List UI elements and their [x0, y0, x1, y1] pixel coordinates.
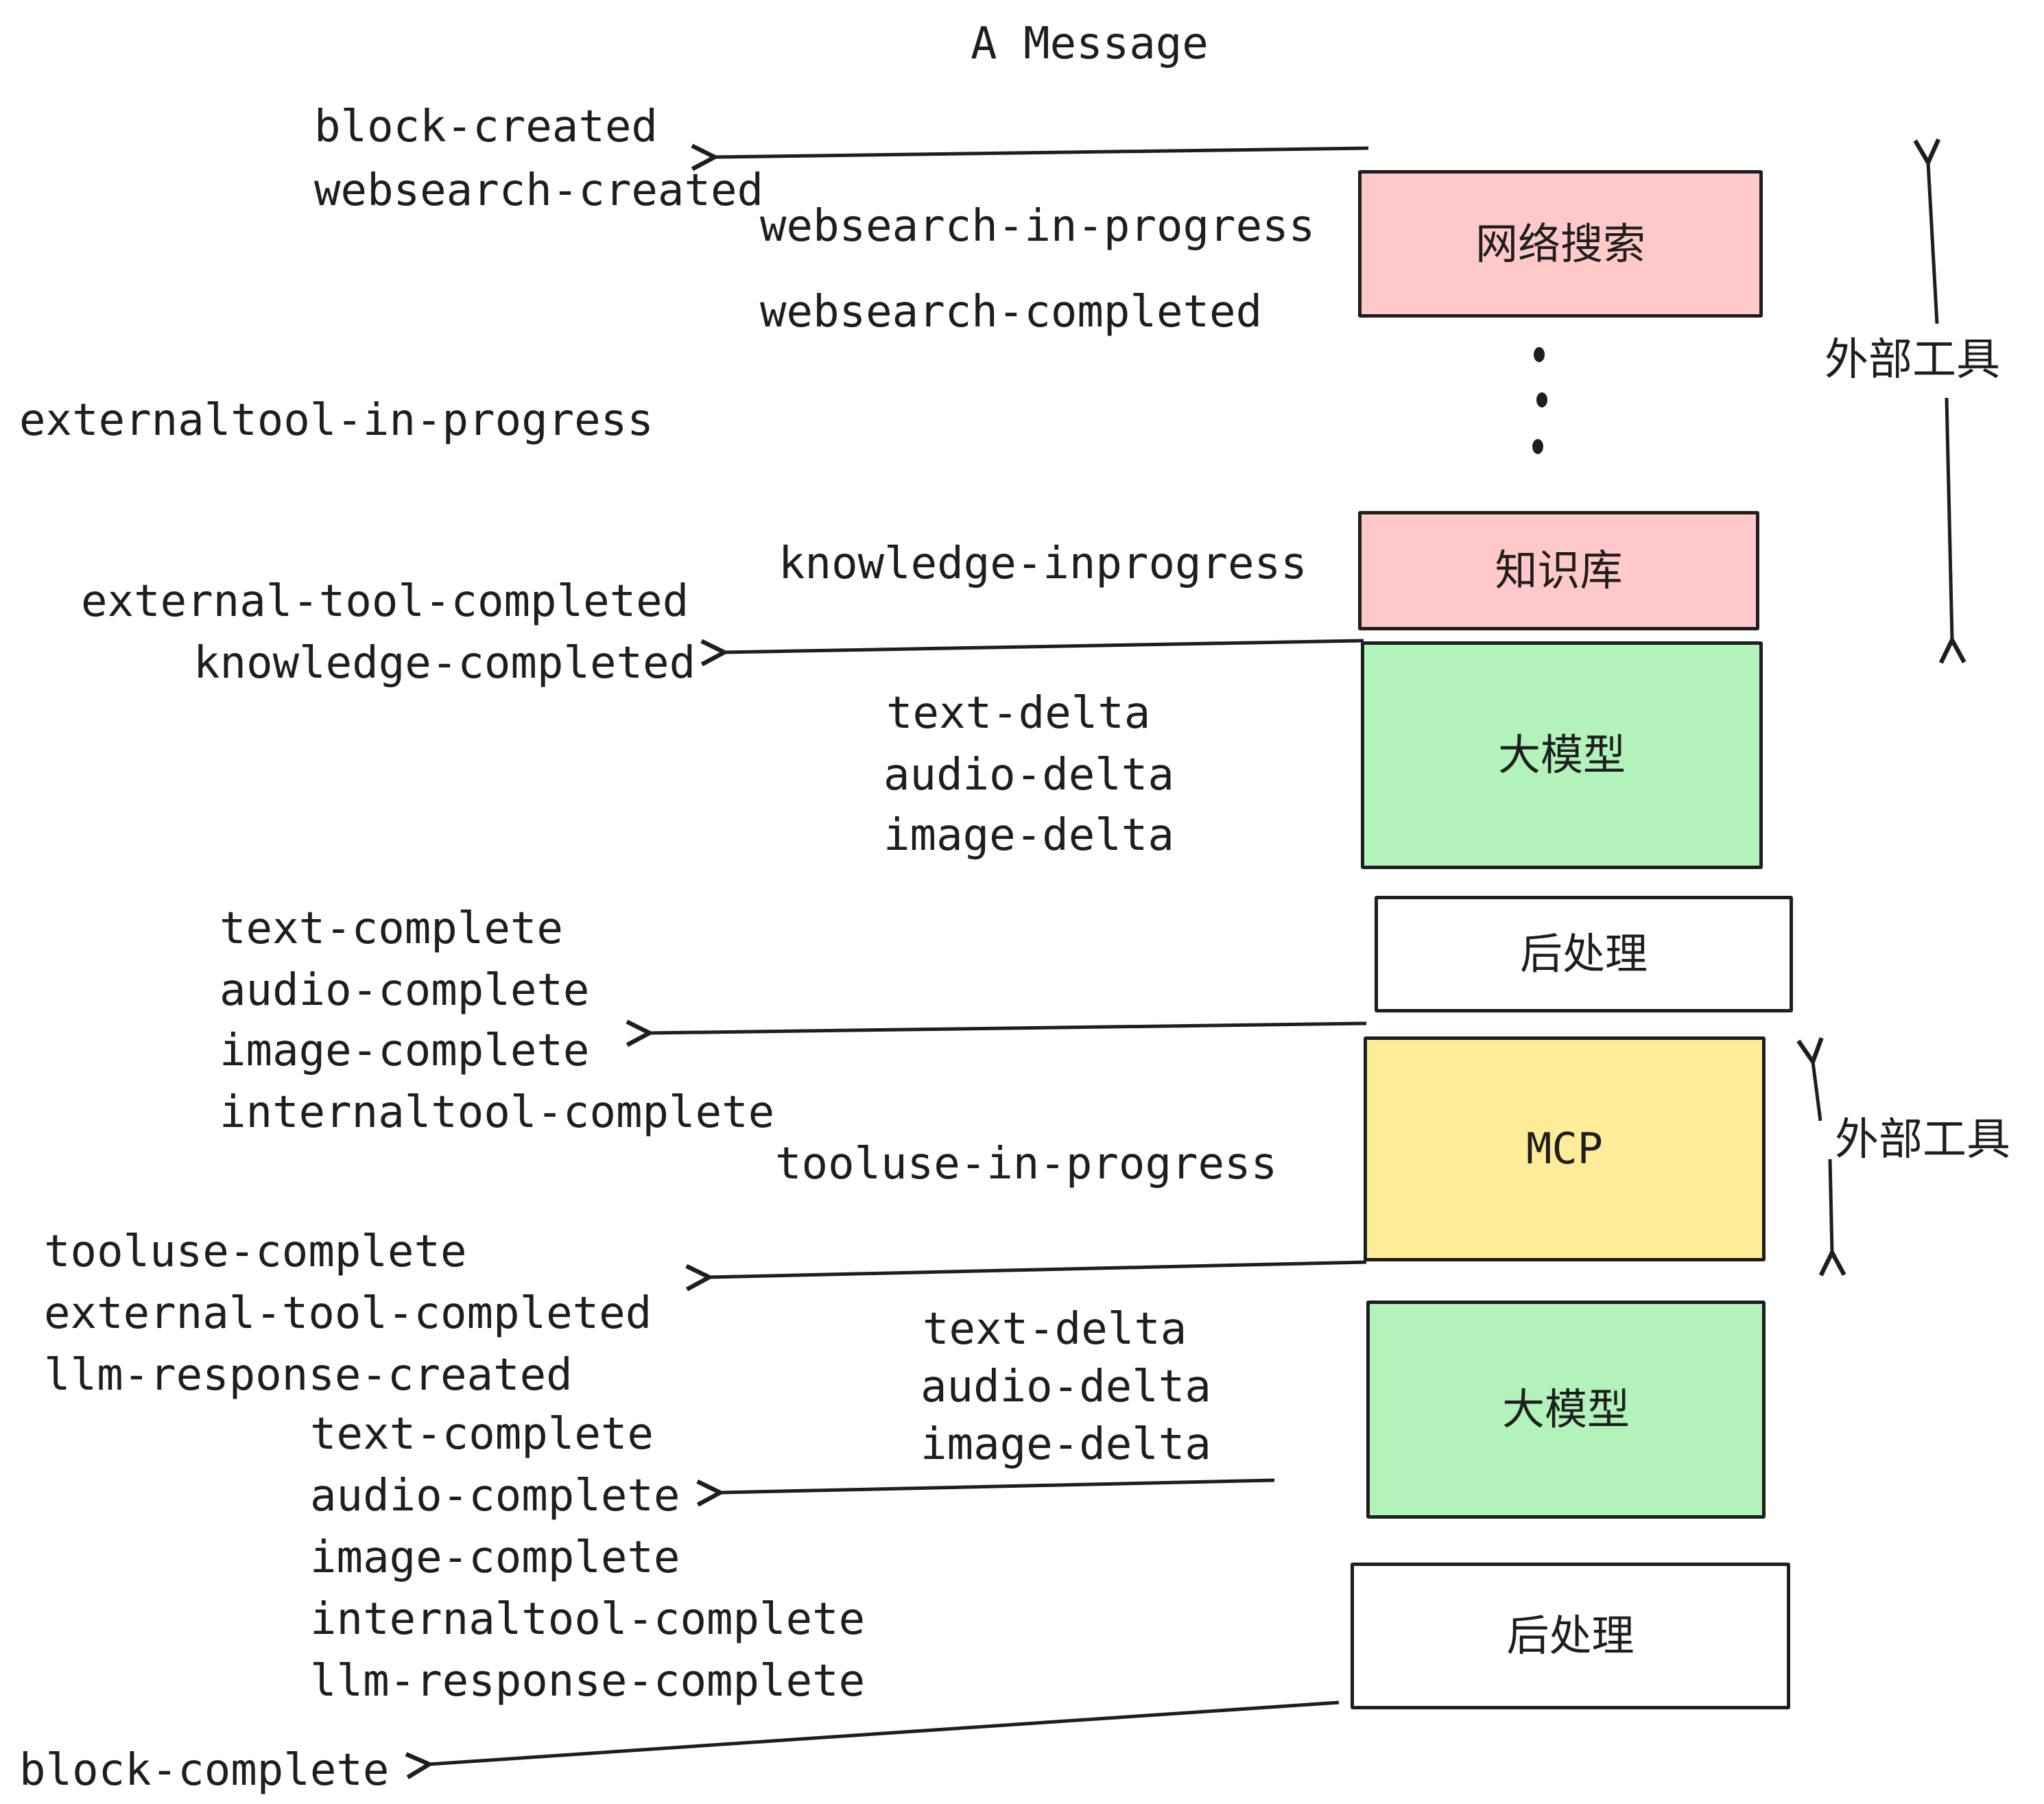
- event-external-tool-completed-2: external-tool-completed: [44, 1288, 652, 1339]
- event-websearch-created: websearch-created: [314, 165, 764, 216]
- box-postprocess-top-label: 后处理: [1519, 929, 1648, 979]
- event-image-delta-2: image-delta: [920, 1419, 1211, 1470]
- arrow-tooluse-complete: [709, 1260, 1367, 1277]
- label-external-tools-bottom: 外部工具: [1835, 1115, 2010, 1165]
- event-text-complete-2: text-complete: [310, 1409, 654, 1460]
- ellipsis-dot: [1536, 392, 1547, 407]
- box-websearch-label: 网络搜索: [1475, 218, 1645, 269]
- event-text-delta-2: text-delta: [923, 1304, 1187, 1355]
- event-knowledge-completed: knowledge-completed: [193, 638, 696, 689]
- event-tooluse-complete: tooluse-complete: [44, 1226, 467, 1277]
- event-websearch-in-progress: websearch-in-progress: [760, 201, 1316, 252]
- event-llm-response-complete: llm-response-complete: [310, 1656, 866, 1707]
- event-llm-response-created: llm-response-created: [44, 1350, 573, 1401]
- arrow-llm-complete: [720, 1478, 1275, 1493]
- event-knowledge-inprogress: knowledge-inprogress: [779, 538, 1307, 589]
- event-block-complete: block-complete: [19, 1745, 390, 1796]
- event-text-delta-1: text-delta: [886, 688, 1151, 739]
- box-postprocess-bottom-label: 后处理: [1506, 1611, 1635, 1661]
- box-websearch: 网络搜索: [1358, 170, 1763, 318]
- box-postprocess-bottom: 后处理: [1351, 1563, 1790, 1709]
- ellipsis-dot: [1534, 347, 1545, 362]
- event-image-complete-1: image-complete: [219, 1025, 590, 1076]
- event-audio-complete-2: audio-complete: [310, 1471, 680, 1521]
- event-externaltool-in-progress: externaltool-in-progress: [19, 395, 654, 446]
- box-knowledge-label: 知识库: [1495, 545, 1623, 595]
- diagram-title: A Message: [971, 19, 1209, 69]
- event-audio-delta-1: audio-delta: [883, 750, 1174, 800]
- event-internaltool-complete-2: internaltool-complete: [310, 1594, 866, 1645]
- arrow-external-tools-down: [1947, 397, 1952, 640]
- event-websearch-completed: websearch-completed: [760, 287, 1263, 337]
- arrow-mcp-external-down: [1830, 1159, 1832, 1253]
- box-postprocess-top: 后处理: [1375, 896, 1793, 1012]
- event-block-created: block-created: [314, 102, 658, 152]
- event-internaltool-complete-1: internaltool-complete: [219, 1087, 775, 1138]
- event-text-complete-1: text-complete: [219, 903, 563, 954]
- arrow-internal-complete: [650, 1023, 1367, 1033]
- box-llm-bottom: 大模型: [1366, 1301, 1766, 1519]
- box-llm-top-label: 大模型: [1497, 730, 1626, 780]
- arrow-websearch-created: [715, 148, 1369, 157]
- event-audio-complete-1: audio-complete: [219, 965, 590, 1016]
- arrow-block-complete: [429, 1700, 1340, 1764]
- box-llm-bottom-label: 大模型: [1501, 1384, 1630, 1434]
- arrow-mcp-external-up: [1813, 1062, 1820, 1121]
- arrow-external-tools-up: [1928, 163, 1937, 324]
- event-external-tool-completed: external-tool-completed: [81, 576, 689, 627]
- event-audio-delta-2: audio-delta: [920, 1362, 1211, 1412]
- box-llm-top: 大模型: [1361, 641, 1763, 869]
- box-mcp: MCP: [1364, 1036, 1766, 1261]
- label-external-tools-top: 外部工具: [1825, 335, 2000, 385]
- event-image-delta-1: image-delta: [883, 810, 1174, 861]
- ellipsis-dot: [1532, 439, 1543, 454]
- arrow-knowledge-completed: [724, 639, 1364, 652]
- event-image-complete-2: image-complete: [310, 1532, 680, 1583]
- event-tooluse-in-progress: tooluse-in-progress: [775, 1139, 1278, 1189]
- box-mcp-label: MCP: [1526, 1124, 1603, 1174]
- box-knowledge: 知识库: [1358, 511, 1759, 630]
